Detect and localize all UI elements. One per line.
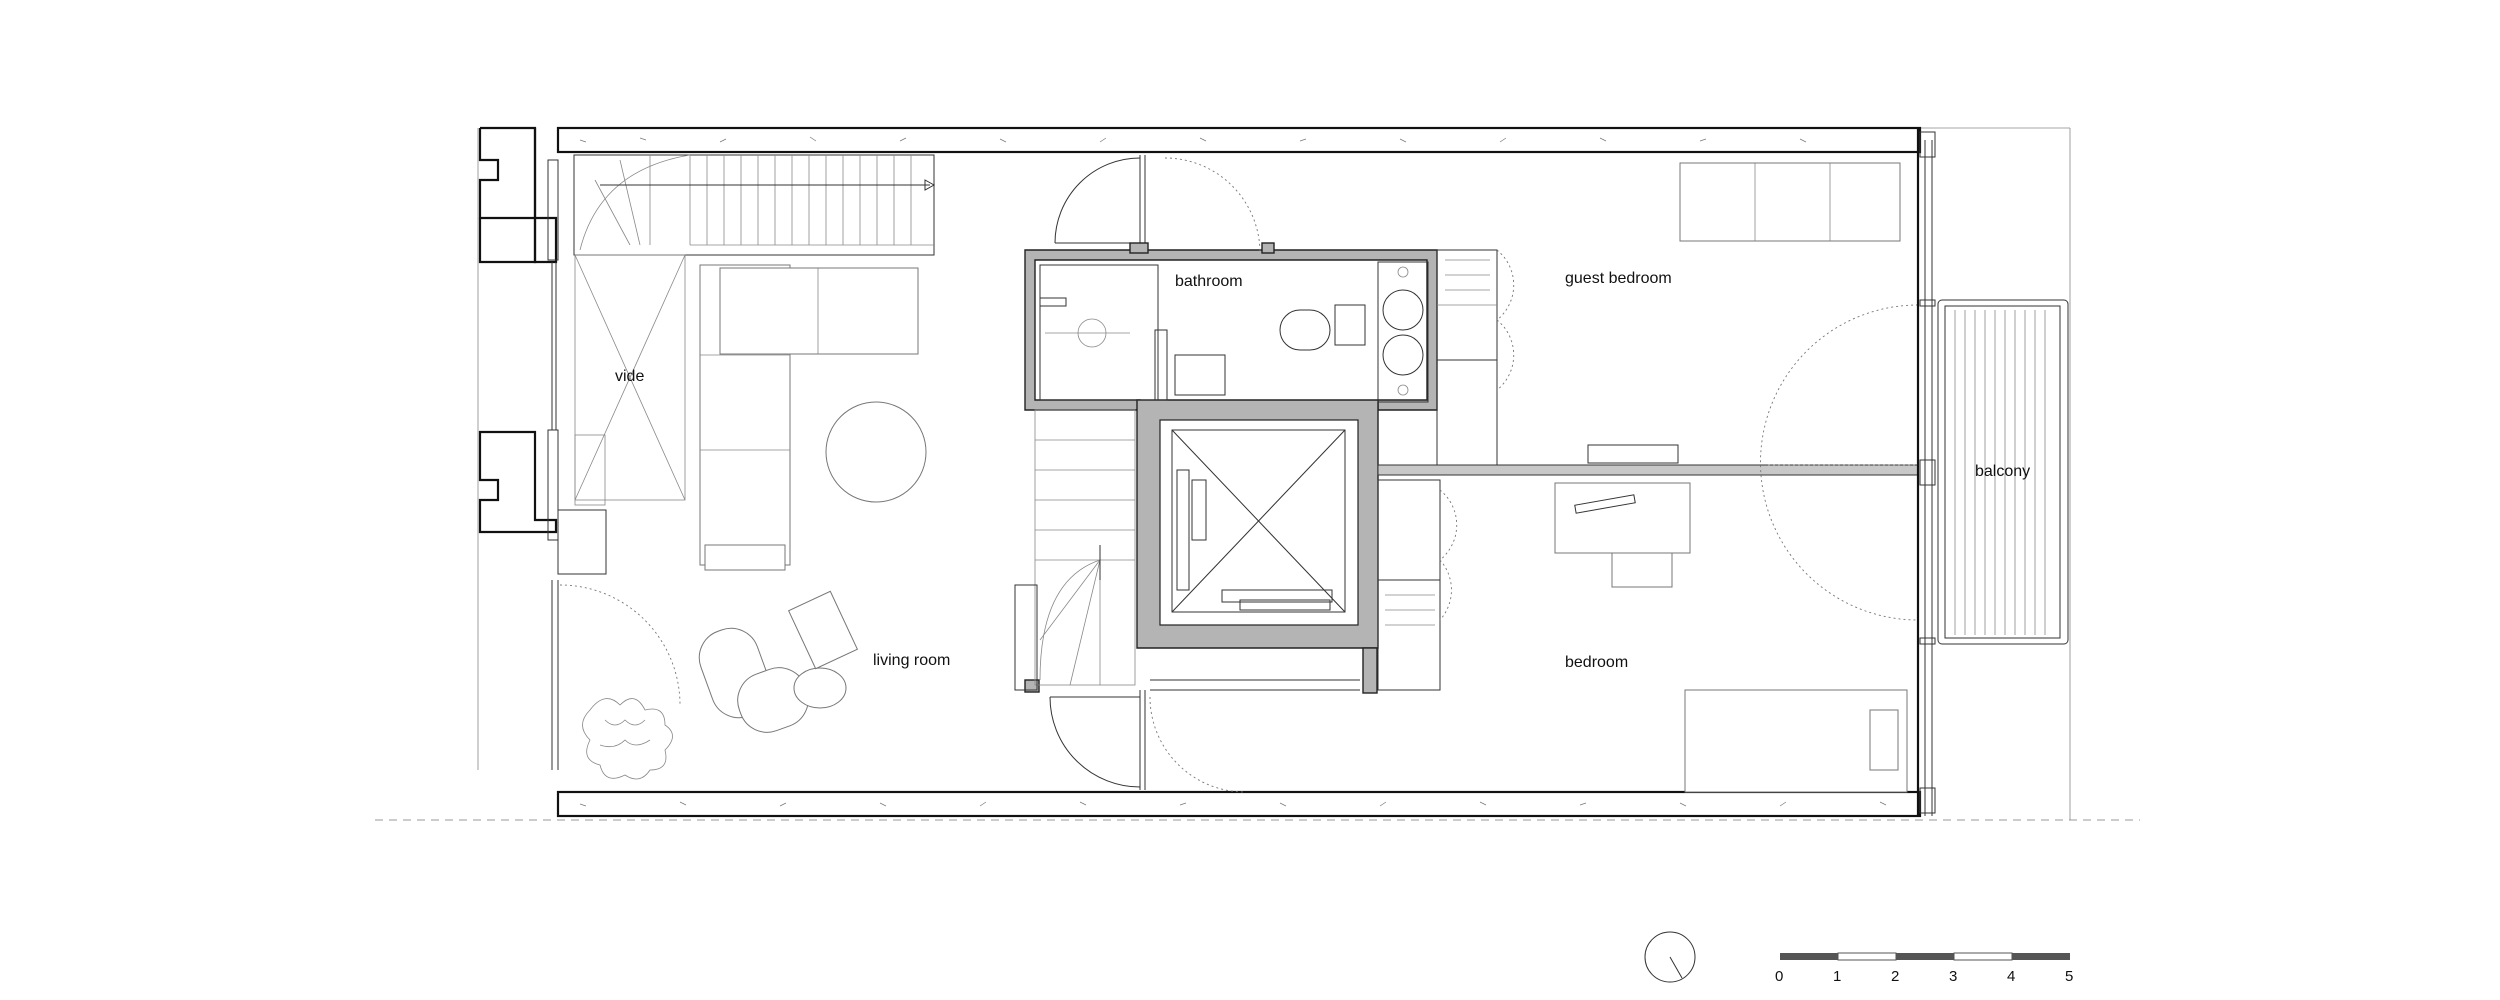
door-swing-living [559,584,681,706]
vide-area [574,254,686,506]
boundary-lines [477,127,2071,820]
room-label-bathroom: bathroom [1175,273,1243,290]
sofa [699,264,919,571]
stair-lower [1014,409,1136,691]
north-arrow-icon [1644,931,1696,983]
right-facade [1916,128,1936,816]
scale-tick-1: 1 [1833,968,1841,985]
partition-wall [1377,444,1919,476]
armchairs [698,590,859,733]
scale-tick-5: 5 [2065,968,2073,985]
room-label-vide: vide [615,368,644,385]
doors-top [1054,155,1275,254]
left-facade [478,126,607,770]
central-core [1024,249,1438,694]
bathroom-fixtures [1039,261,1429,403]
bed [1684,689,1908,793]
scale-tick-3: 3 [1949,968,1957,985]
scale-tick-2: 2 [1891,968,1899,985]
door-swing-balcony [1760,304,1919,621]
plant [582,698,673,780]
round-table [825,401,927,503]
scale-bar: 0 1 2 3 4 5 [1775,952,2073,985]
room-label-balcony: balcony [1975,463,2030,480]
scale-tick-4: 4 [2007,968,2015,985]
balcony [1937,299,2069,645]
scale-tick-0: 0 [1775,968,1783,985]
stair-upper [573,154,936,256]
guest-bed [1679,162,1901,242]
room-label-bedroom: bedroom [1565,654,1628,671]
room-label-guest-bedroom: guest bedroom [1565,270,1672,287]
room-label-living-room: living room [873,652,950,669]
doors-bottom [1049,679,1360,793]
desk [1554,482,1691,588]
